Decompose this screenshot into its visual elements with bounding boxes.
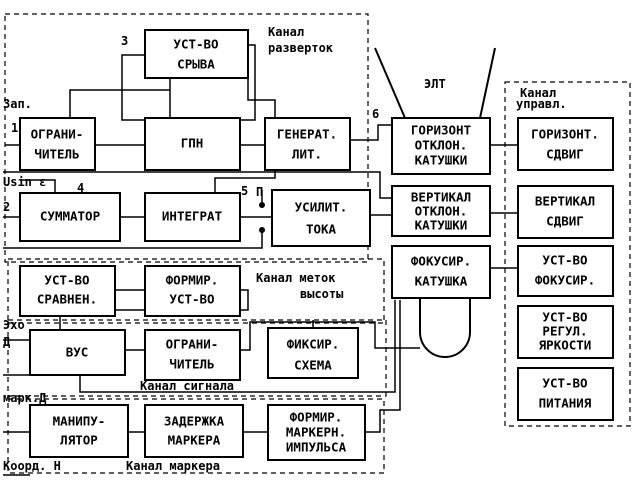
- label-elt: ЭЛТ: [424, 77, 446, 91]
- block-ust-sravnen-line-2: СРАВНЕН.: [37, 292, 97, 307]
- label-kanal-markera: Канал маркера: [126, 459, 220, 473]
- block-formir-marker-line-2: МАРКЕРН.: [286, 425, 346, 440]
- block-gor-katushki-line-1: ГОРИЗОНТ: [411, 123, 471, 138]
- block-gor-katushki-line-2: ОТКЛОН.: [415, 138, 468, 153]
- label-number-4: 4: [77, 181, 84, 195]
- label-kanal-razvertok-1: Канал: [268, 25, 304, 39]
- block-gor-sdvig-line-1: ГОРИЗОНТ.: [531, 127, 599, 142]
- block-fiksir-line-2: СХЕМА: [294, 358, 332, 373]
- block-manipulyator-line-1: МАНИПУ-: [53, 414, 106, 429]
- block-zaderzhka-line-1: ЗАДЕРЖКА: [164, 414, 225, 429]
- label-number-5: 5: [241, 184, 248, 198]
- block-gor-katushki-line-3: КАТУШКИ: [415, 153, 468, 168]
- block-manipulyator: МАНИПУ- ЛЯТОР: [29, 404, 129, 458]
- crt-outline: [374, 47, 496, 358]
- block-vert-katushki-line-3: КАТУШКИ: [415, 218, 468, 233]
- block-zaderzhka-line-2: МАРКЕРА: [168, 433, 221, 448]
- block-ogranichitel-2: ОГРАНИ- ЧИТЕЛЬ: [144, 329, 241, 381]
- control-channel-region: [504, 81, 631, 427]
- block-ust-sryva: УСТ-ВО СРЫВА: [144, 29, 249, 79]
- block-ust-yarkost-line-1: УСТ-ВО: [542, 310, 587, 325]
- block-formir-ust-line-1: ФОРМИР.: [166, 273, 219, 288]
- block-integrat-line-1: ИНТЕГРАТ: [162, 209, 222, 224]
- block-ogranichitel-2-line-2: ЧИТЕЛЬ: [169, 357, 214, 372]
- block-vert-katushki-line-2: ОТКЛОН.: [415, 204, 468, 219]
- block-usilit-line-2: ТОКА: [306, 222, 337, 237]
- block-gpn-line-1: ГПН: [181, 136, 204, 151]
- label-p: П: [256, 185, 263, 199]
- block-ust-fokus-line-2: ФОКУСИР.: [535, 273, 595, 288]
- block-ust-pitanie-line-1: УСТ-ВО: [542, 376, 587, 391]
- block-ogranichitel-1-line-1: ОГРАНИ-: [31, 127, 84, 142]
- label-kanal-upravl-2: управл.: [516, 97, 567, 111]
- label-zap: Зап.: [3, 97, 32, 111]
- label-number-6: 6: [372, 107, 379, 121]
- block-ust-fokus-line-1: УСТ-ВО: [542, 253, 587, 268]
- block-vus: ВУС: [29, 329, 126, 376]
- height-marks-channel-region: [7, 258, 385, 324]
- block-ust-yarkost-line-2: РЕГУЛ.: [542, 324, 587, 339]
- label-marker-d: марк.Д: [3, 391, 46, 405]
- label-kanal-razvertok-2: разверток: [268, 41, 334, 55]
- block-gor-katushki: ГОРИЗОНТ ОТКЛОН. КАТУШКИ: [391, 117, 491, 175]
- block-gor-sdvig: ГОРИЗОНТ. СДВИГ: [517, 117, 614, 171]
- label-kanal-upravl-1: Канал: [520, 86, 556, 100]
- block-ogranichitel-1: ОГРАНИ- ЧИТЕЛЬ: [19, 117, 96, 171]
- block-vert-katushki: ВЕРТИКАЛ ОТКЛОН. КАТУШКИ: [391, 185, 491, 237]
- label-number-3: 3: [121, 34, 128, 48]
- block-fiksir: ФИКСИР. СХЕМА: [267, 327, 359, 379]
- block-fiksir-line-1: ФИКСИР.: [287, 337, 340, 352]
- block-generat-line-2: ЛИТ.: [292, 147, 322, 162]
- block-vus-line-1: ВУС: [66, 345, 89, 360]
- block-fokus-katushka-line-1: ФОКУСИР.: [411, 254, 471, 269]
- block-manipulyator-line-2: ЛЯТОР: [60, 433, 98, 448]
- block-summator-line-1: СУММАТОР: [40, 209, 100, 224]
- label-d: Д: [3, 335, 10, 349]
- block-ust-sryva-line-1: УСТ-ВО: [173, 37, 218, 52]
- block-zaderzhka: ЗАДЕРЖКА МАРКЕРА: [144, 404, 244, 458]
- block-integrat: ИНТЕГРАТ: [144, 192, 241, 242]
- block-generat-line-1: ГЕНЕРАТ.: [277, 127, 337, 142]
- block-vert-sdvig: ВЕРТИКАЛ СДВИГ: [517, 185, 614, 239]
- block-gpn: ГПН: [144, 117, 241, 171]
- block-vert-sdvig-line-2: СДВИГ: [546, 214, 584, 229]
- block-generat: ГЕНЕРАТ. ЛИТ.: [264, 117, 351, 171]
- block-vert-katushki-line-1: ВЕРТИКАЛ: [411, 190, 471, 205]
- block-usilit-line-1: УСИЛИТ.: [295, 200, 348, 215]
- block-formir-ust-line-2: УСТ-ВО: [169, 292, 214, 307]
- block-formir-marker-line-3: ИМПУЛЬСА: [286, 440, 347, 455]
- block-gor-sdvig-line-2: СДВИГ: [546, 147, 584, 162]
- label-number-2: 2: [3, 200, 10, 214]
- label-number-1: 1: [11, 121, 18, 135]
- block-formir-ust: ФОРМИР. УСТ-ВО: [144, 265, 241, 317]
- label-ekho: Эхо: [3, 318, 25, 332]
- block-ust-yarkost: УСТ-ВО РЕГУЛ. ЯРКОСТИ: [517, 305, 614, 359]
- sweep-channel-region: [4, 13, 369, 263]
- label-koord-n: Коорд. Н: [3, 459, 61, 473]
- label-usin: Usin ε: [3, 175, 46, 189]
- block-ust-sravnen: УСТ-ВО СРАВНЕН.: [19, 265, 116, 317]
- block-ust-yarkost-line-3: ЯРКОСТИ: [539, 338, 592, 353]
- signal-channel-region: [7, 319, 387, 397]
- label-kanal-metok-1: Канал меток: [256, 271, 336, 285]
- block-formir-marker-line-1: ФОРМИР.: [290, 410, 343, 425]
- block-vert-sdvig-line-1: ВЕРТИКАЛ: [535, 194, 595, 209]
- block-ust-pitanie-line-2: ПИТАНИЯ: [539, 396, 592, 411]
- block-fokus-katushka: ФОКУСИР. КАТУШКА: [391, 245, 491, 299]
- block-summator: СУММАТОР: [19, 192, 121, 242]
- block-ogranichitel-1-line-2: ЧИТЕЛЬ: [34, 147, 79, 162]
- block-formir-marker: ФОРМИР. МАРКЕРН. ИМПУЛЬСА: [267, 404, 366, 461]
- block-ust-sryva-line-2: СРЫВА: [177, 57, 215, 72]
- label-kanal-signala: Канал сигнала: [140, 379, 234, 393]
- block-ust-pitanie: УСТ-ВО ПИТАНИЯ: [517, 367, 614, 421]
- block-usilit: УСИЛИТ. ТОКА: [271, 189, 371, 247]
- block-ogranichitel-2-line-1: ОГРАНИ-: [166, 337, 219, 352]
- block-ust-fokus: УСТ-ВО ФОКУСИР.: [517, 245, 614, 297]
- signal-wiring: [3, 44, 518, 476]
- block-fokus-katushka-line-2: КАТУШКА: [415, 274, 468, 289]
- label-kanal-metok-2: высоты: [300, 287, 344, 301]
- block-ust-sravnen-line-1: УСТ-ВО: [44, 273, 89, 288]
